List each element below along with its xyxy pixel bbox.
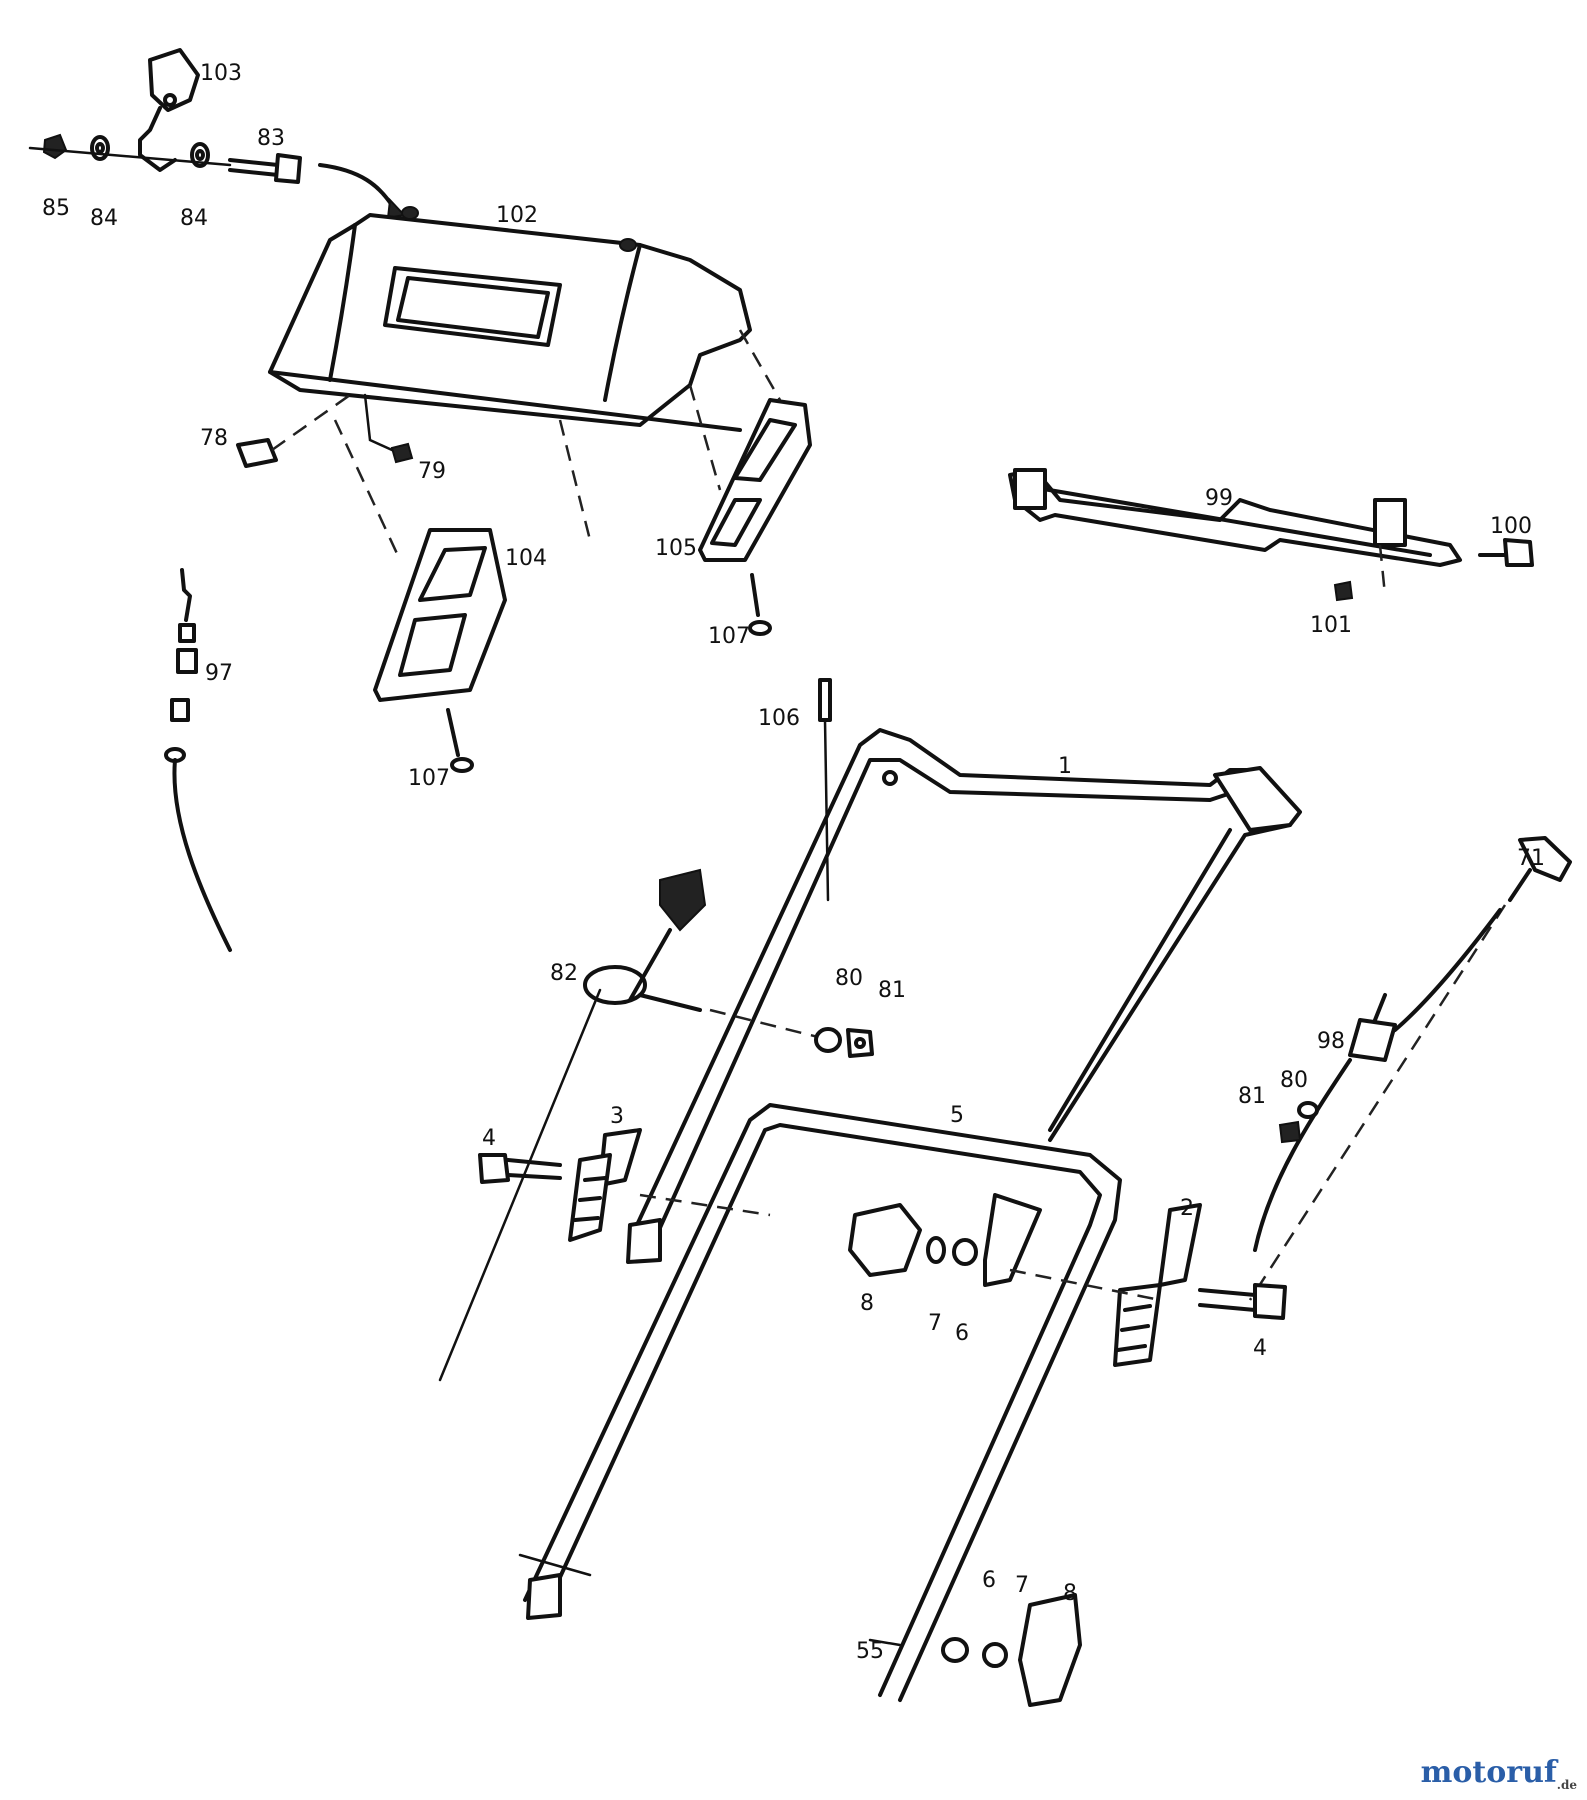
pin-106: [818, 678, 832, 902]
washer-80a: [814, 1027, 842, 1053]
label-8a: 8: [860, 1291, 874, 1316]
watermark-suffix: .de: [1556, 1778, 1577, 1792]
label-83: 83: [257, 126, 285, 151]
label-107b: 107: [708, 624, 750, 649]
nut-81b: [1278, 1120, 1302, 1144]
cover-102: [268, 206, 752, 432]
washer-7a: [926, 1236, 946, 1264]
adjuster-2: [1113, 1203, 1202, 1367]
label-104: 104: [505, 546, 547, 571]
bolt-4b: [1198, 1283, 1287, 1320]
washer-84b: [190, 142, 210, 168]
washer-80b: [1297, 1101, 1319, 1119]
adjuster-3: [568, 1128, 642, 1242]
label-3: 3: [610, 1104, 624, 1129]
cable-97: [164, 568, 232, 952]
label-85: 85: [42, 196, 70, 221]
nut-81a: [846, 1028, 874, 1058]
label-101: 101: [1310, 613, 1352, 638]
label-106: 106: [758, 706, 800, 731]
bracket-104: [373, 528, 507, 702]
label-4a: 4: [482, 1126, 496, 1151]
label-79: 79: [418, 459, 446, 484]
label-97: 97: [205, 661, 233, 686]
label-102: 102: [496, 203, 538, 228]
label-78: 78: [200, 426, 228, 451]
label-84a: 84: [90, 206, 118, 231]
washer-6a: [952, 1238, 978, 1266]
nut-85: [42, 133, 68, 160]
label-6b: 6: [982, 1568, 996, 1593]
washer-6b: [941, 1637, 969, 1663]
starter-handle-82: [438, 868, 707, 1382]
label-103: 103: [200, 61, 242, 86]
knob-8b: [1018, 1593, 1082, 1707]
watermark-logo: motoruf.de: [1421, 1755, 1577, 1792]
label-8b: 8: [1063, 1581, 1077, 1606]
label-2: 2: [1180, 1196, 1194, 1221]
nut-101: [1333, 580, 1354, 602]
clip-78: [236, 438, 278, 468]
label-98: 98: [1317, 1029, 1345, 1054]
cable-clip-98: [1253, 908, 1502, 1252]
label-7b: 7: [1015, 1573, 1029, 1598]
label-4b: 4: [1253, 1336, 1267, 1361]
label-5: 5: [950, 1103, 964, 1128]
washer-7b: [982, 1642, 1008, 1668]
bolt-71: [1508, 836, 1572, 902]
clip-79: [390, 442, 414, 464]
knob-8a: [848, 1203, 922, 1277]
label-71: 71: [1517, 846, 1545, 871]
screw-107a: [446, 708, 474, 773]
lower-handle-5: [518, 1103, 1122, 1702]
upper-handle-1: [626, 728, 1302, 1264]
screw-107b: [748, 573, 772, 636]
bracket-105: [698, 398, 812, 562]
label-105: 105: [655, 536, 697, 561]
label-81b: 81: [1238, 1084, 1266, 1109]
label-100: 100: [1490, 514, 1532, 539]
label-1: 1: [1058, 754, 1072, 779]
label-82: 82: [550, 961, 578, 986]
label-107a: 107: [408, 766, 450, 791]
label-80a: 80: [835, 966, 863, 991]
label-99: 99: [1205, 486, 1233, 511]
bolt-4a: [478, 1153, 562, 1184]
label-55: 55: [856, 1639, 884, 1664]
knob-100: [1478, 538, 1534, 567]
label-80b: 80: [1280, 1068, 1308, 1093]
label-7a: 7: [928, 1311, 942, 1336]
washer-84a: [90, 135, 110, 161]
watermark-brand: motoruf: [1420, 1755, 1557, 1790]
bolt-83: [228, 153, 302, 184]
label-6a: 6: [955, 1321, 969, 1346]
label-84b: 84: [180, 206, 208, 231]
label-81a: 81: [878, 978, 906, 1003]
frame-99: [1008, 468, 1462, 567]
lever-bracket-103: [138, 48, 200, 172]
